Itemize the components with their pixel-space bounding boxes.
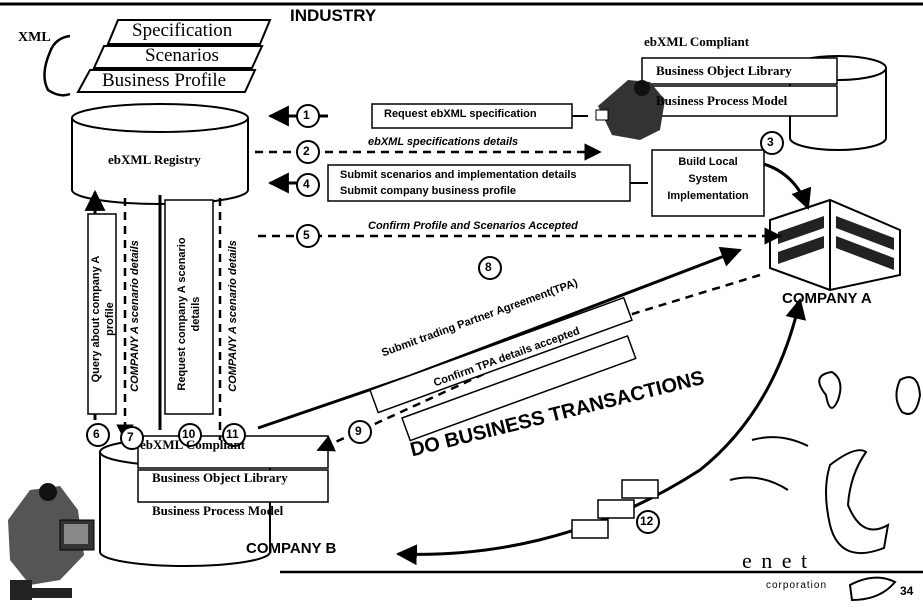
doc-business-profile: Business Profile (102, 70, 227, 91)
company-a-label: COMPANY A (782, 290, 872, 307)
message-3-line3: Implementation (667, 190, 749, 202)
message-2: ebXML specifications details (368, 136, 519, 148)
developer-icon (595, 80, 665, 140)
message-4: Submit scenarios and implementation deta… (340, 167, 577, 199)
company-b-compliant-title: ebXML Compliant (140, 437, 246, 452)
company-a-business-process-model: Business Process Model (656, 93, 788, 108)
message-6-line1: Query about company A (90, 255, 102, 383)
company-b-business-object-library: Business Object Library (152, 470, 288, 485)
company-b-business-process-model: Business Process Model (152, 503, 284, 518)
message-4-line1: Submit scenarios and implementation deta… (340, 169, 577, 181)
step-6: 6 (93, 427, 100, 441)
step-8: 8 (485, 260, 492, 274)
footer-logo-mark (10, 580, 72, 600)
stacked-documents (76, 19, 272, 93)
company-a-building-icon (769, 198, 901, 292)
step-12: 12 (640, 514, 654, 528)
xml-label: XML (18, 30, 51, 45)
message-3: Build Local System Implementation (652, 154, 764, 205)
industry-label: INDUSTRY (290, 6, 377, 25)
doc-specification: Specification (132, 20, 233, 41)
operator-icon (8, 483, 95, 585)
footer-brand-main: e n e t (742, 548, 810, 573)
message-5: Confirm Profile and Scenarios Accepted (368, 220, 578, 232)
message-6-line2: profile (104, 302, 116, 336)
message-11: COMPANY A scenario details (227, 240, 239, 392)
step-1: 1 (303, 108, 310, 122)
step-9: 9 (355, 424, 362, 438)
step-2: 2 (303, 144, 310, 158)
decorative-shapes (729, 370, 922, 602)
message-10-line1: Request company A scenario (176, 237, 188, 391)
message-3-line2: System (688, 173, 728, 185)
company-a-compliant-title: ebXML Compliant (644, 34, 750, 49)
page-number: 34 (900, 584, 914, 598)
message-10: Request company A scenario details (175, 209, 203, 419)
step-7: 7 (127, 430, 134, 444)
message-3-line1: Build Local (678, 156, 738, 168)
company-a-database (641, 55, 887, 151)
message-4-line2: Submit company business profile (340, 185, 517, 197)
message-6: Query about company A profile (89, 214, 117, 424)
step-11: 11 (226, 427, 239, 441)
step-3: 3 (767, 135, 774, 149)
doc-scenarios: Scenarios (145, 45, 219, 66)
footer-brand-sub: corporation (766, 580, 828, 591)
step-circles (86, 104, 784, 534)
step-4: 4 (303, 177, 310, 191)
message-1: Request ebXML specification (384, 108, 537, 120)
transaction-packets (571, 479, 659, 539)
registry-label: ebXML Registry (108, 152, 201, 167)
registry-cylinder (71, 103, 249, 205)
xml-brace (43, 34, 71, 97)
message-7: COMPANY A scenario details (129, 240, 141, 392)
company-a-business-object-library: Business Object Library (656, 63, 792, 78)
step-10: 10 (182, 427, 196, 441)
message-10-line2: details (190, 296, 202, 332)
step-5: 5 (303, 228, 310, 242)
company-b-label: COMPANY B (246, 540, 337, 557)
